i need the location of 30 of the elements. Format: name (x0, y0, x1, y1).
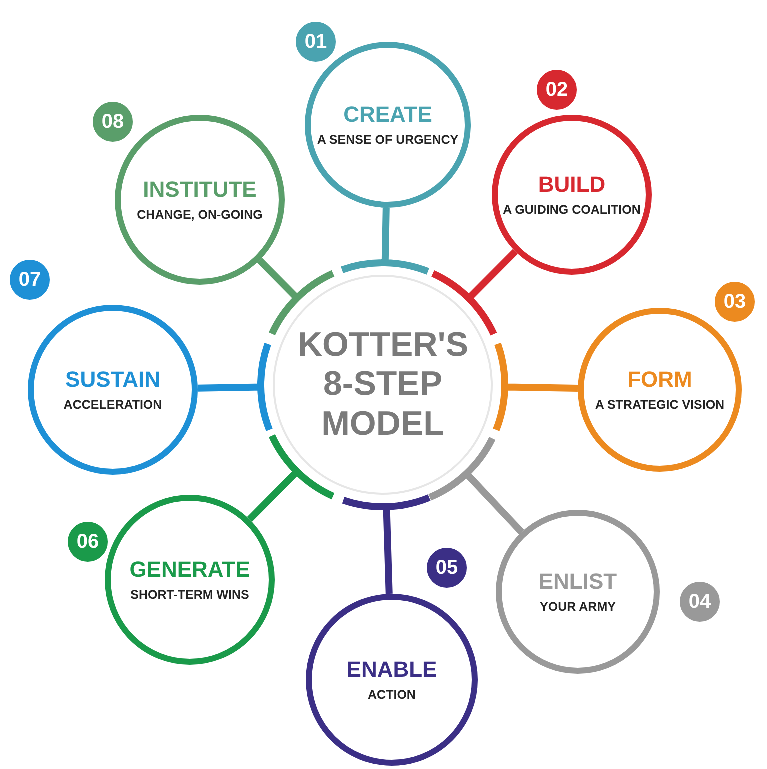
step-description: SHORT-TERM WINS (130, 588, 250, 603)
number-badge: 04 (677, 579, 723, 625)
number-badge: 02 (534, 67, 580, 113)
number-badge: 07 (7, 257, 53, 303)
step-description: A GUIDING COALITION (502, 202, 642, 218)
number-badge: 03 (712, 279, 758, 325)
step-description: ACTION (367, 688, 417, 703)
step-heading: GENERATE (130, 557, 250, 584)
step-heading: INSTITUTE (143, 177, 257, 204)
connector (256, 256, 337, 338)
connector (426, 435, 526, 536)
step-description: A SENSE OF URGENCY (316, 132, 460, 148)
step-heading: FORM (628, 367, 692, 394)
number-badge: 08 (90, 99, 136, 145)
step-heading: ENLIST (538, 569, 618, 596)
step-description: CHANGE, ON-GOING (136, 208, 264, 223)
step-heading: CREATE (344, 102, 432, 129)
center-circle (273, 275, 493, 495)
step-heading: SUSTAIN (66, 367, 160, 394)
step-heading: BUILD (538, 172, 606, 199)
step-description: YOUR ARMY (539, 600, 617, 615)
number-badge: 06 (65, 519, 111, 565)
number-badge: 01 (293, 19, 339, 65)
center-title: KOTTER'S 8-STEP MODEL (298, 326, 468, 444)
step-heading: ENABLE (346, 657, 438, 684)
step-description: ACCELERATION (62, 398, 164, 413)
connector (246, 432, 337, 524)
connector (430, 248, 520, 338)
number-badge: 05 (424, 545, 470, 591)
step-description: A STRATEGIC VISION (594, 398, 726, 413)
